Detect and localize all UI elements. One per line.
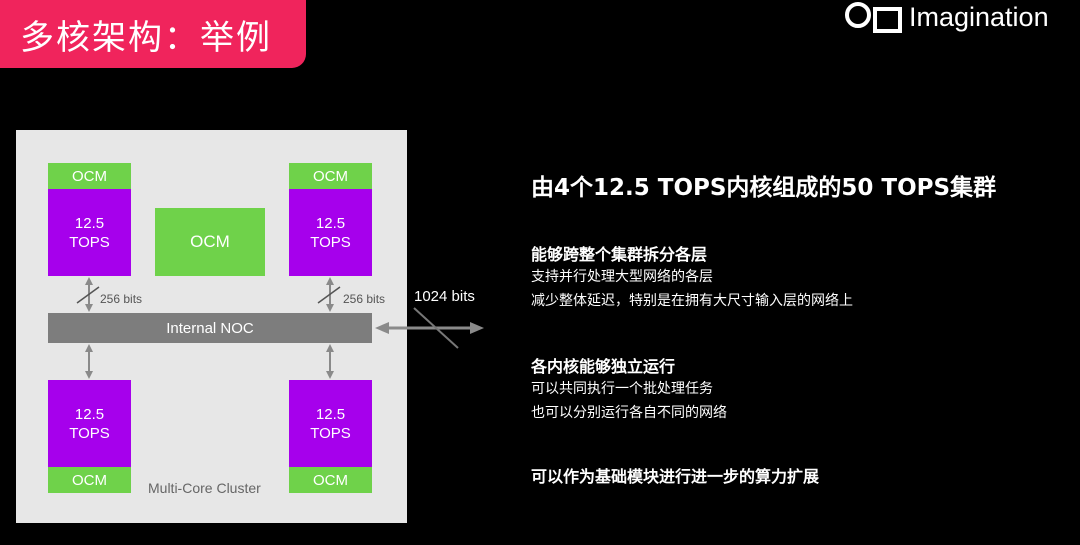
core-bottom-left: 12.5 TOPS [48, 380, 131, 467]
section-2-line-2: 也可以分别运行各自不同的网络 [531, 405, 727, 421]
bus-slash-right [317, 286, 341, 304]
section-3-heading: 可以作为基础模块进行进一步的算力扩展 [531, 467, 820, 486]
section-2-heading: 各内核能够独立运行 [531, 357, 676, 376]
ocm-bottom-right: OCM [289, 467, 372, 493]
imagination-logo-icon [845, 2, 902, 33]
title-bar: 多核架构：举例 [0, 0, 306, 68]
ocm-bottom-left: OCM [48, 467, 131, 493]
external-bus-label: 1024 bits [414, 288, 475, 305]
internal-noc: Internal NOC [48, 313, 372, 343]
ocm-top-right: OCM [289, 163, 372, 189]
page-title: 多核架构：举例 [20, 18, 272, 58]
ocm-top-left: OCM [48, 163, 131, 189]
section-1-line-2: 减少整体延迟，特别是在拥有大尺寸输入层的网络上 [531, 293, 853, 309]
bus-label-left: 256 bits [100, 292, 143, 306]
section-1-heading: 能够跨整个集群拆分各层 [531, 245, 708, 264]
core-top-left: 12.5 TOPS [48, 189, 131, 276]
cluster-label: Multi-Core Cluster [148, 480, 261, 496]
core-top-right: 12.5 TOPS [289, 189, 372, 276]
section-2-line-1: 可以共同执行一个批处理任务 [531, 381, 713, 397]
bus-label-right: 256 bits [343, 292, 386, 306]
section-1-line-1: 支持并行处理大型网络的各层 [531, 269, 713, 285]
ocm-shared: OCM [155, 208, 265, 276]
bus-slash-left [76, 286, 100, 304]
core-bottom-right: 12.5 TOPS [289, 380, 372, 467]
content-title: 由4个12.5 TOPS内核组成的50 TOPS集群 [531, 175, 997, 201]
bus-slash-external [413, 307, 459, 349]
logo-text: Imagination [909, 2, 1049, 32]
